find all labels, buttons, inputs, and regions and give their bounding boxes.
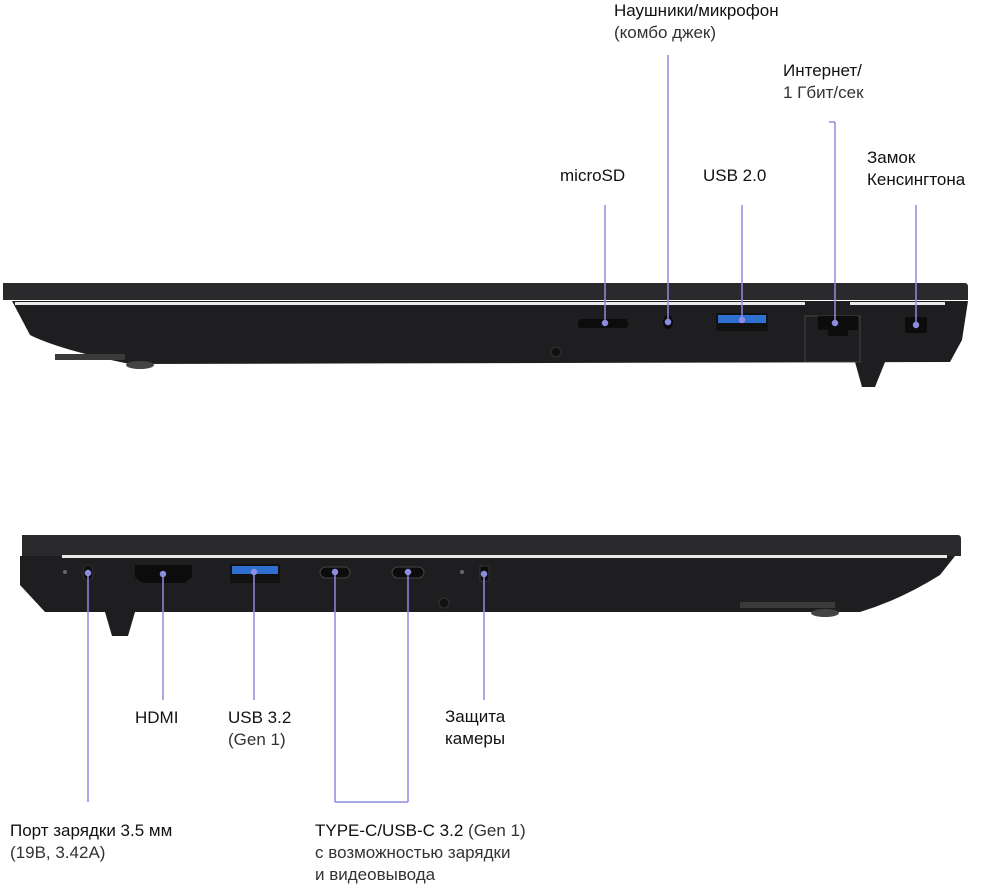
leader-lines xyxy=(84,55,920,803)
label-line: Наушники/микрофон xyxy=(614,1,779,20)
label-line: Замок xyxy=(867,148,916,167)
lid-bottom xyxy=(22,535,961,556)
laptop-left-side xyxy=(20,535,961,636)
label-usb2: USB 2.0 xyxy=(703,165,766,187)
label-line: TYPE-C/USB-C 3.2 (Gen 1) xyxy=(315,820,526,842)
label-line: с возможностью зарядки xyxy=(315,843,511,862)
label-usb32: USB 3.2 (Gen 1) xyxy=(228,707,291,751)
label-line: USB 3.2 xyxy=(228,708,292,727)
label-internet: Интернет/ 1 Гбит/сек xyxy=(783,60,864,104)
speaker-grille xyxy=(55,354,125,360)
label-kensington: Замок Кенсингтона xyxy=(867,147,965,191)
label-line: HDMI xyxy=(135,708,179,727)
label-charging: Порт зарядки 3.5 мм (19В, 3.42А) xyxy=(10,820,172,864)
ethernet-port xyxy=(818,316,858,336)
label-text: (Gen 1) xyxy=(463,821,526,840)
label-microsd: microSD xyxy=(560,165,625,187)
label-line: (19В, 3.42А) xyxy=(10,843,106,862)
label-line: камеры xyxy=(445,729,506,748)
lid-edge xyxy=(62,555,947,558)
label-line: microSD xyxy=(560,166,626,185)
label-line: Кенсингтона xyxy=(867,170,966,189)
lid-edge xyxy=(15,302,805,305)
label-line: 1 Гбит/сек xyxy=(783,83,864,102)
label-typec: TYPE-C/USB-C 3.2 (Gen 1) с возможностью … xyxy=(315,820,526,886)
laptop-right-side xyxy=(3,283,968,387)
lid-top xyxy=(3,283,968,300)
label-line: (комбо джек) xyxy=(614,23,716,42)
label-line: (Gen 1) xyxy=(228,730,286,749)
rubber-foot xyxy=(105,612,135,636)
body-top xyxy=(12,301,968,364)
rubber-foot xyxy=(855,362,885,387)
speaker-grille xyxy=(740,602,835,608)
label-headphones: Наушники/микрофон (комбо джек) xyxy=(614,0,779,44)
label-camera: Защита камеры xyxy=(445,706,505,750)
label-line: USB 2.0 xyxy=(703,166,767,185)
label-line: Порт зарядки 3.5 мм xyxy=(10,821,173,840)
label-line: и видеовывода xyxy=(315,865,436,884)
label-line: Защита xyxy=(445,707,506,726)
label-hdmi: HDMI xyxy=(135,707,178,729)
label-line: Интернет/ xyxy=(783,61,862,80)
label-text: TYPE-C/USB-C 3.2 xyxy=(315,821,464,840)
